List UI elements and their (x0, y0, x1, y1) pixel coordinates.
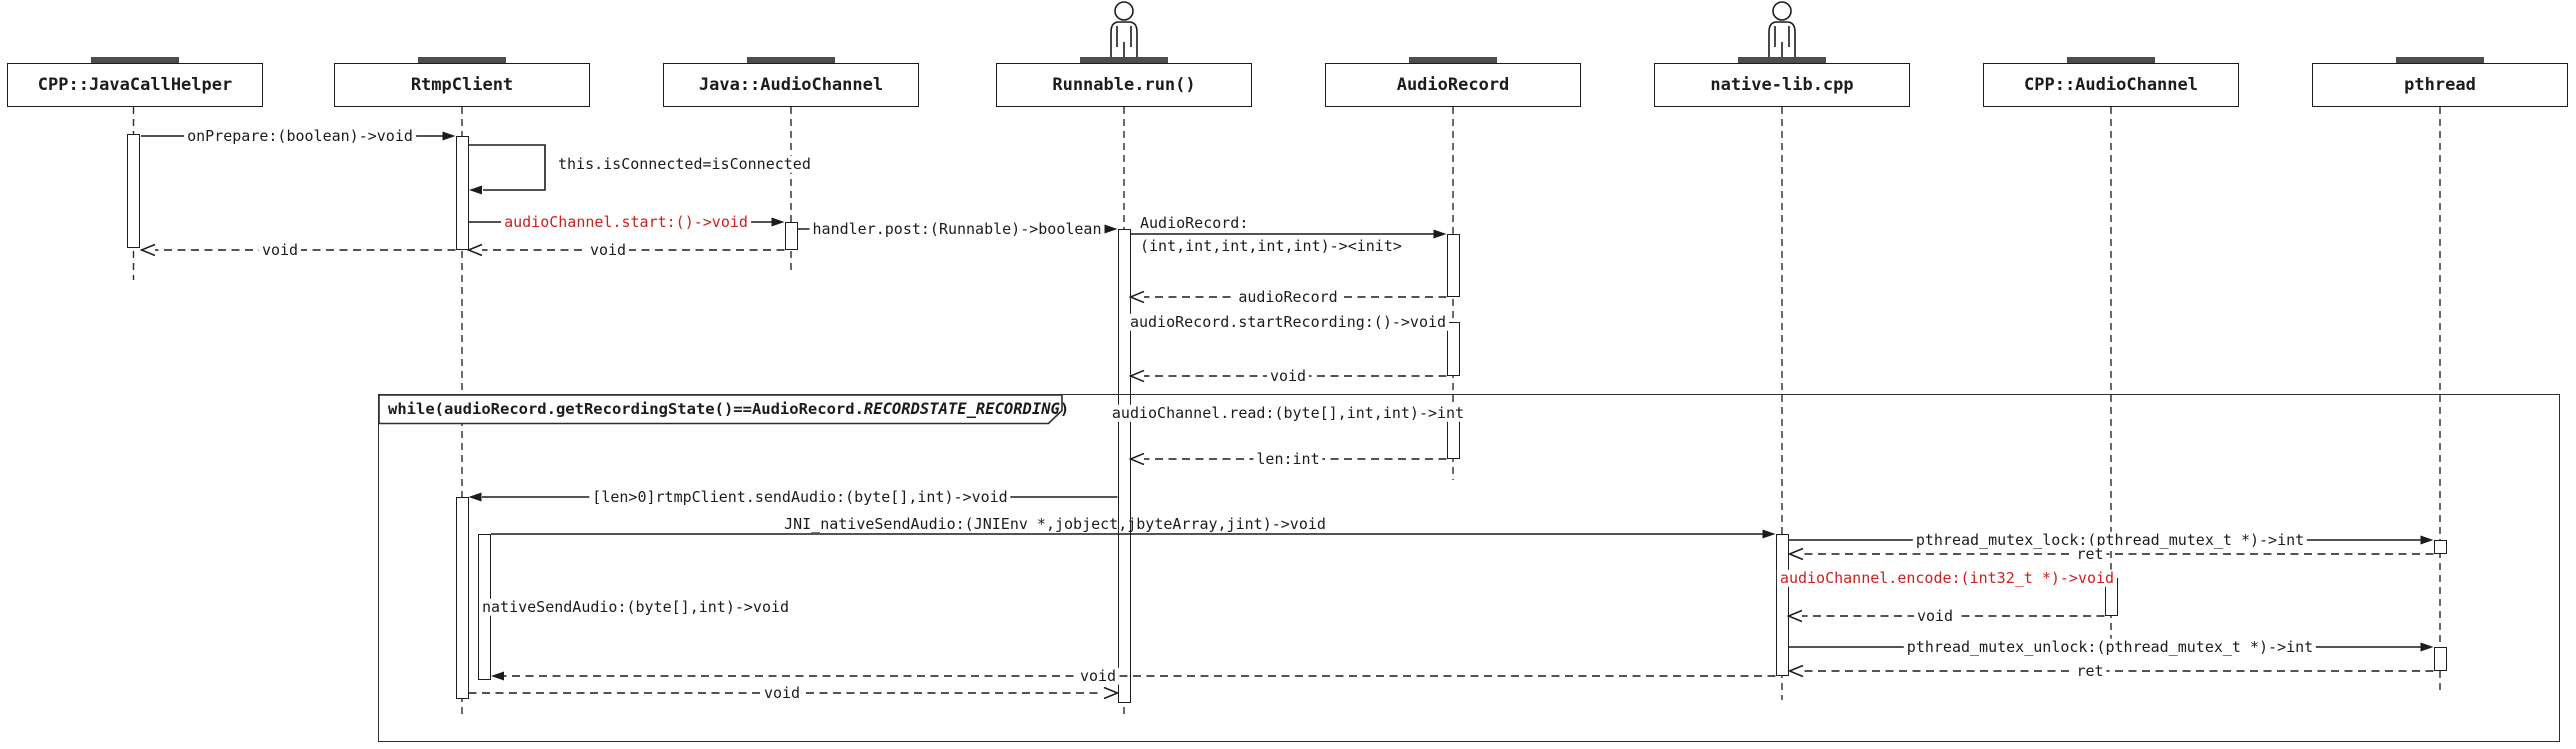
participant-box-nativelib: native-lib.cpp (1654, 63, 1910, 107)
open-arrow-ret-unlock (1787, 664, 1804, 678)
open-arrow-void-runnable (1103, 686, 1120, 700)
label-void-6: void (760, 685, 804, 702)
loop-frame-label-pentagon (378, 394, 1063, 425)
participant-label: Java::AudioChannel (698, 75, 884, 95)
label-jni-nativesendaudio: JNI_nativeSendAudio:(JNIEnv *,jobject,jb… (784, 514, 1326, 533)
arrowhead-lock (2420, 535, 2434, 545)
label-audiorecord-return: audioRecord (1235, 289, 1341, 306)
open-arrow-void-rtmpclient (466, 243, 483, 257)
participant-label: AudioRecord (1396, 75, 1510, 95)
participant-box-java-audiochannel: Java::AudioChannel (663, 63, 919, 107)
label-ret-2: ret (2073, 663, 2107, 680)
participant-box-javacallhelper: CPP::JavaCallHelper (7, 63, 263, 107)
label-len-return: len:int (1253, 451, 1323, 468)
arrowhead-jni (1762, 529, 1776, 539)
activation-pthread-lock (2433, 540, 2447, 554)
label-nativesendaudio: nativeSendAudio:(byte[],int)->void (480, 597, 792, 616)
arrowhead-handler-post (1104, 224, 1118, 234)
open-arrowheads (139, 243, 1804, 700)
open-arrow-void-startrecording (1128, 369, 1145, 383)
arrowhead-self (469, 185, 482, 195)
participant-box-rtmpclient: RtmpClient (334, 63, 590, 107)
participant-label: Runnable.run() (1052, 75, 1196, 95)
label-onprepare: onPrepare:(boolean)->void (184, 128, 416, 145)
actor-icon-runnable (1110, 1, 1138, 63)
label-mutex-lock: pthread_mutex_lock:(pthread_mutex_t *)->… (1912, 532, 2308, 549)
arrowhead-onprepare (442, 131, 456, 141)
participant-label: CPP::AudioChannel (2024, 75, 2198, 95)
participant-box-cpp-audiochannel: CPP::AudioChannel (1983, 63, 2239, 107)
loop-frame (378, 394, 2560, 742)
open-arrow-ret-lock (1787, 547, 1804, 561)
label-self-assign: this.isConnected=isConnected (556, 154, 813, 173)
arrowhead-init (1433, 229, 1447, 239)
loop-frame-label: while(audioRecord.getRecordingState()==A… (388, 400, 1069, 418)
label-void-3: void (1266, 368, 1310, 385)
activation-java-audiochannel (784, 222, 798, 250)
label-read: audioChannel.read:(byte[],int,int)->int (1108, 405, 1468, 422)
activation-rtmpclient-sendaudio (455, 497, 469, 699)
label-void-4: void (1913, 608, 1957, 625)
label-audiorecord-init-1: AudioRecord: (1140, 213, 1249, 232)
label-void-2: void (586, 242, 630, 259)
label-ret-1: ret (2073, 546, 2107, 563)
loop-keyword: while(audioRecord.getRecordingState()==A… (388, 400, 864, 418)
open-arrow-void-encode (1786, 609, 1803, 623)
label-mutex-unlock: pthread_mutex_unlock:(pthread_mutex_t *)… (1903, 639, 2317, 656)
label-audiorecord-init-2: (int,int,int,int,int)-><init> (1140, 236, 1402, 255)
arrowhead-sendaudio (468, 492, 482, 502)
activation-nativelib (1775, 534, 1789, 676)
label-void-1: void (258, 242, 302, 259)
activation-audiorecord-startrecording (1446, 322, 1460, 376)
activation-pthread-unlock (2433, 647, 2447, 671)
call-self-isconnected (468, 144, 546, 191)
participant-box-runnable: Runnable.run() (996, 63, 1252, 107)
label-void-5: void (1076, 668, 1120, 685)
arrowhead-start (771, 217, 785, 227)
label-audiochannel-start: audioChannel.start:()->void (501, 214, 751, 231)
activation-runnable (1117, 229, 1131, 703)
participant-label: pthread (2404, 75, 2476, 95)
loop-close: ) (1059, 400, 1070, 418)
actor-icon-nativelib (1768, 1, 1796, 63)
participant-label: native-lib.cpp (1710, 75, 1854, 95)
activation-rtmpclient-onprepare (455, 136, 469, 250)
label-handler-post: handler.post:(Runnable)->boolean (809, 221, 1105, 238)
label-startrecording: audioRecord.startRecording:()->void (1126, 314, 1450, 331)
label-encode: audioChannel.encode:(int32_t *)->void (1776, 570, 2118, 587)
participant-box-audiorecord: AudioRecord (1325, 63, 1581, 107)
participant-box-pthread: pthread (2312, 63, 2568, 107)
open-arrow-len (1128, 452, 1145, 466)
participant-label: RtmpClient (410, 75, 514, 95)
arrowhead-void-nativesendaudio (491, 671, 504, 681)
activation-javacallhelper (126, 134, 140, 248)
loop-constant: RECORDSTATE_RECORDING (863, 400, 1060, 418)
activation-audiorecord-init (1446, 234, 1460, 297)
participant-label: CPP::JavaCallHelper (37, 75, 233, 95)
open-arrow-audiorecord (1128, 290, 1145, 304)
label-sendaudio: [len>0]rtmpClient.sendAudio:(byte[],int)… (589, 489, 1011, 506)
open-arrow-void-javacallhelper (139, 243, 156, 257)
arrowhead-unlock (2420, 642, 2434, 652)
